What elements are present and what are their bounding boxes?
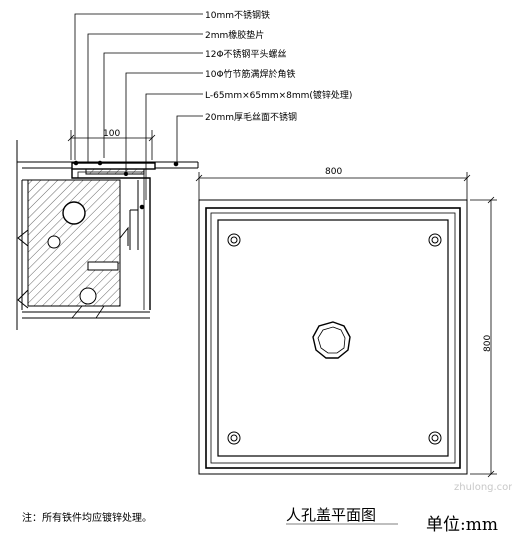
- dim-plan-height: 800: [483, 335, 493, 352]
- drawing-title: 人孔盖平面图: [286, 506, 376, 524]
- callout-steel-plate: 10mm不锈钢铁: [205, 9, 270, 21]
- dim-100-line: [67, 130, 156, 160]
- dim-section-width: 100: [103, 129, 120, 139]
- plan-view: [195, 172, 497, 478]
- unit-label: 单位:mm: [426, 515, 498, 535]
- dim-plan-width-line: [195, 172, 471, 200]
- callout-rubber-gasket: 2mm橡胶垫片: [205, 29, 264, 41]
- callout-brushed-steel: 20mm厚毛丝面不锈钢: [205, 111, 297, 123]
- section-detail: [16, 13, 203, 330]
- dim-plan-width: 800: [325, 167, 342, 177]
- leader-lines: [74, 13, 203, 200]
- callout-rebar-weld: 10Φ竹节筋满焊於角铁: [205, 68, 296, 80]
- watermark: zhulong.com: [454, 482, 512, 493]
- callout-angle-iron: L-65mm×65mm×8mm(镀锌处理): [205, 89, 352, 101]
- general-note: 注：所有铁件均应镀锌处理。: [22, 511, 152, 524]
- watermark-text: zhulong.com: [454, 482, 512, 493]
- dim-plan-height-line: [470, 196, 497, 478]
- callout-flat-head-screw: 12Φ不锈钢平头螺丝: [205, 48, 287, 60]
